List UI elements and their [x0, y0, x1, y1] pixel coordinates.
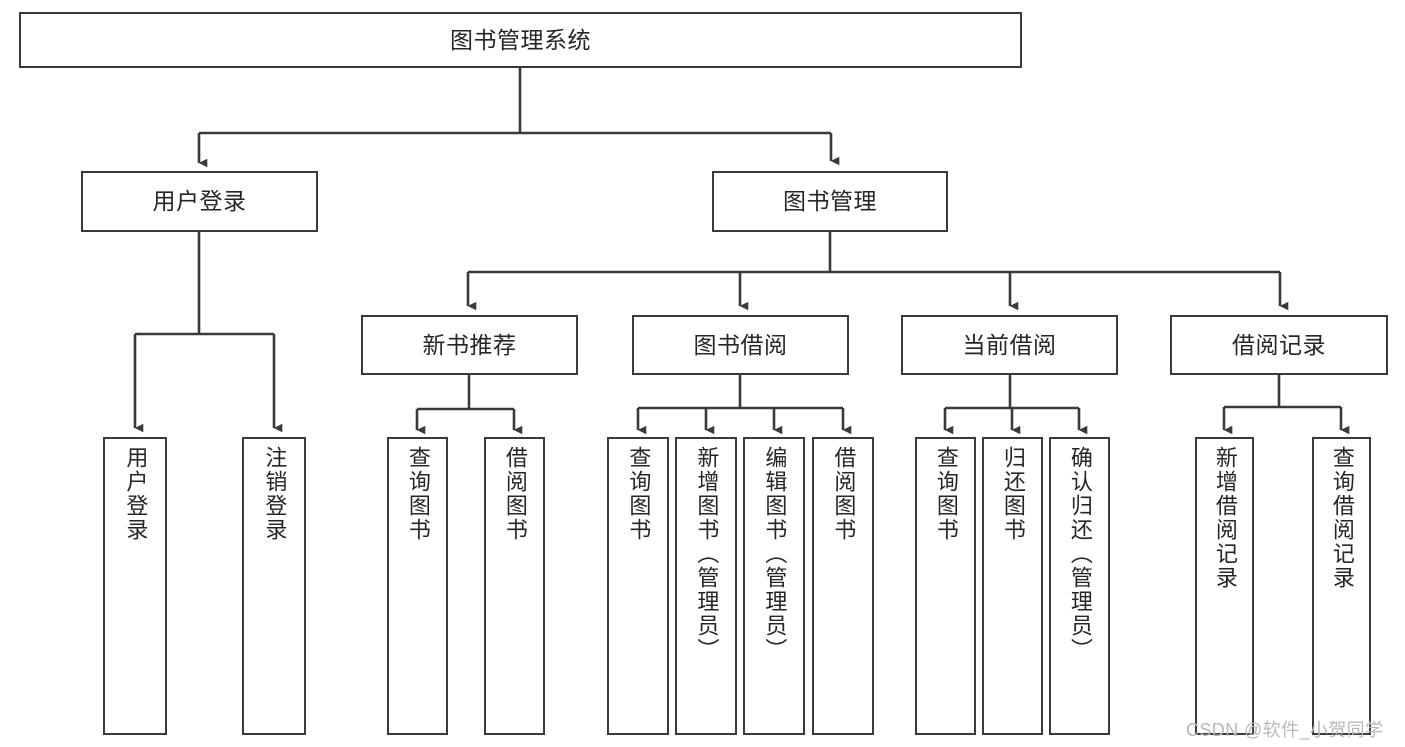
leaf-book-borrow-query-book[interactable]: 查询图书: [607, 437, 669, 735]
node-label: 编辑图书（管理员）: [762, 446, 788, 662]
leaf-book-borrow-borrow-book[interactable]: 借阅图书: [812, 437, 874, 735]
node-label: 用户登录: [152, 188, 247, 214]
node-book-borrow[interactable]: 图书借阅: [632, 315, 849, 375]
node-label: 借阅图书: [831, 446, 857, 542]
leaf-current-borrow-confirm-return-admin[interactable]: 确认归还（管理员）: [1049, 437, 1110, 735]
node-borrow-record[interactable]: 借阅记录: [1170, 315, 1388, 375]
node-label: 借阅图书: [502, 446, 528, 542]
node-user-login[interactable]: 用户登录: [81, 171, 318, 232]
node-current-borrow[interactable]: 当前借阅: [901, 315, 1118, 375]
node-label: 用户登录: [123, 446, 149, 542]
node-label: 查询图书: [626, 446, 652, 542]
node-label: 查询图书: [933, 446, 959, 542]
leaf-user-login-login[interactable]: 用户登录: [103, 437, 167, 735]
node-label: 查询借阅记录: [1329, 446, 1355, 590]
node-book-management[interactable]: 图书管理: [712, 171, 948, 232]
leaf-current-borrow-return-book[interactable]: 归还图书: [982, 437, 1043, 735]
node-label: 注销登录: [262, 446, 288, 542]
node-label: 新书推荐: [422, 331, 517, 358]
node-label: 借阅记录: [1232, 331, 1326, 358]
csdn-watermark: CSDN @软件_小贺同学: [1186, 720, 1384, 740]
leaf-new-book-borrow-book[interactable]: 借阅图书: [484, 437, 545, 735]
node-label: 新增图书（管理员）: [694, 446, 720, 662]
leaf-user-login-logout[interactable]: 注销登录: [242, 437, 306, 735]
leaf-borrow-record-query-record[interactable]: 查询借阅记录: [1312, 437, 1371, 735]
node-label: 图书借阅: [693, 331, 788, 358]
node-label: 查询图书: [405, 446, 431, 542]
node-label: 确认归还（管理员）: [1067, 446, 1093, 662]
leaf-current-borrow-query-book[interactable]: 查询图书: [915, 437, 976, 735]
node-new-book-recommend[interactable]: 新书推荐: [361, 315, 578, 375]
node-label: 当前借阅: [962, 331, 1057, 358]
leaf-new-book-query-book[interactable]: 查询图书: [387, 437, 448, 735]
node-label: 归还图书: [1000, 446, 1026, 542]
leaf-borrow-record-add-record[interactable]: 新增借阅记录: [1195, 437, 1254, 735]
node-label: 图书管理系统: [450, 26, 591, 53]
node-root-system[interactable]: 图书管理系统: [19, 12, 1022, 68]
node-label: 新增借阅记录: [1212, 446, 1238, 590]
leaf-book-borrow-add-book-admin[interactable]: 新增图书（管理员）: [675, 437, 737, 735]
leaf-book-borrow-edit-book-admin[interactable]: 编辑图书（管理员）: [743, 437, 805, 735]
node-label: 图书管理: [783, 188, 877, 214]
